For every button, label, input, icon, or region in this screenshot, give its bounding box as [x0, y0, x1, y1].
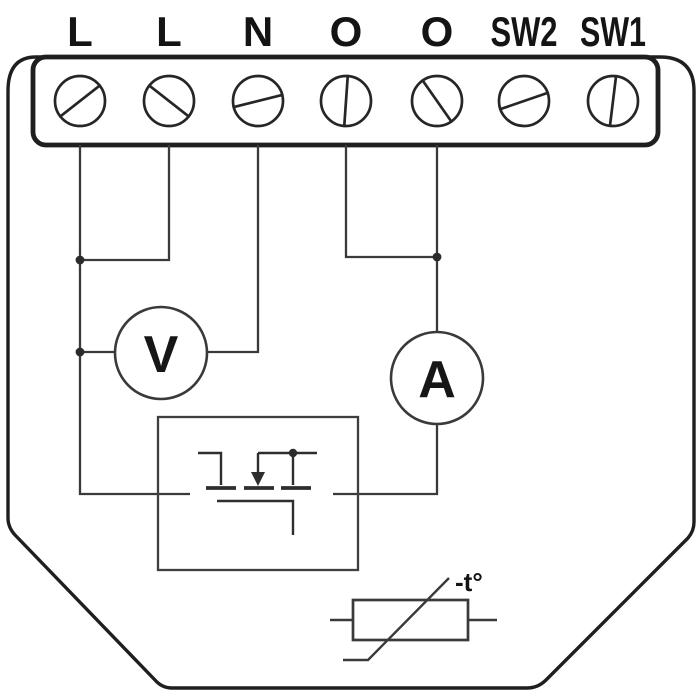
screw-slot-icon	[342, 74, 350, 128]
screw-circle	[142, 74, 196, 128]
terminal-label-n: N	[243, 8, 273, 55]
voltmeter-circle	[113, 305, 209, 401]
screw-terminal-o2	[410, 74, 464, 128]
ammeter-circle	[389, 330, 485, 426]
terminal-label-sw2: SW2	[491, 8, 558, 55]
screw-circle	[586, 74, 640, 128]
screw-circle	[497, 74, 551, 128]
voltmeter-label: V	[144, 326, 179, 384]
terminal-label-l1: L	[67, 8, 93, 55]
junction-dot	[432, 252, 442, 262]
screw-circle	[410, 74, 464, 128]
mosfet-junction-dot	[288, 448, 298, 458]
wire-l2-to-l1	[80, 145, 171, 262]
screw-slot-icon	[421, 79, 453, 123]
screw-slot-icon	[499, 91, 549, 111]
screw-terminal-sw2	[497, 74, 551, 128]
ammeter-label: A	[418, 351, 456, 409]
screw-slot-icon	[147, 84, 191, 118]
screw-slot-icon	[58, 84, 102, 118]
screw-slot-icon	[608, 74, 618, 128]
wire-o1-to-o2	[344, 145, 437, 259]
screw-terminal-n	[231, 74, 285, 128]
mosfet-switch	[156, 415, 360, 572]
mosfet-arrow-icon	[251, 472, 265, 486]
thermistor-label: -t°	[455, 567, 483, 597]
screw-terminal-sw1	[586, 74, 640, 128]
thermistor-diagonal	[343, 577, 450, 662]
ammeter: A	[389, 330, 485, 426]
screw-terminal-l2	[142, 74, 196, 128]
thermistor-body	[351, 598, 470, 642]
screw-terminal-o1	[319, 74, 373, 128]
screw-circle	[319, 74, 373, 128]
junction-dot	[75, 255, 85, 265]
thermistor: -t°	[330, 567, 497, 662]
screw-circle	[231, 74, 285, 128]
wire-ammeter-to-switch	[333, 424, 439, 496]
screw-slot-icon	[232, 93, 284, 109]
screw-circle	[53, 74, 107, 128]
device-outline	[6, 55, 696, 690]
terminal-label-o1: O	[330, 8, 363, 55]
mosfet-drain-lead	[198, 451, 223, 485]
mosfet-box	[156, 415, 360, 572]
junction-dot	[75, 347, 85, 357]
voltmeter: V	[113, 305, 209, 401]
terminal-label-sw1: SW1	[580, 8, 646, 55]
terminal-label-o2: O	[421, 8, 454, 55]
wire-n-to-voltmeter	[207, 145, 260, 354]
mosfet-gate	[217, 499, 295, 535]
terminal-label-l2: L	[156, 8, 182, 55]
screw-terminal-l1	[53, 74, 107, 128]
